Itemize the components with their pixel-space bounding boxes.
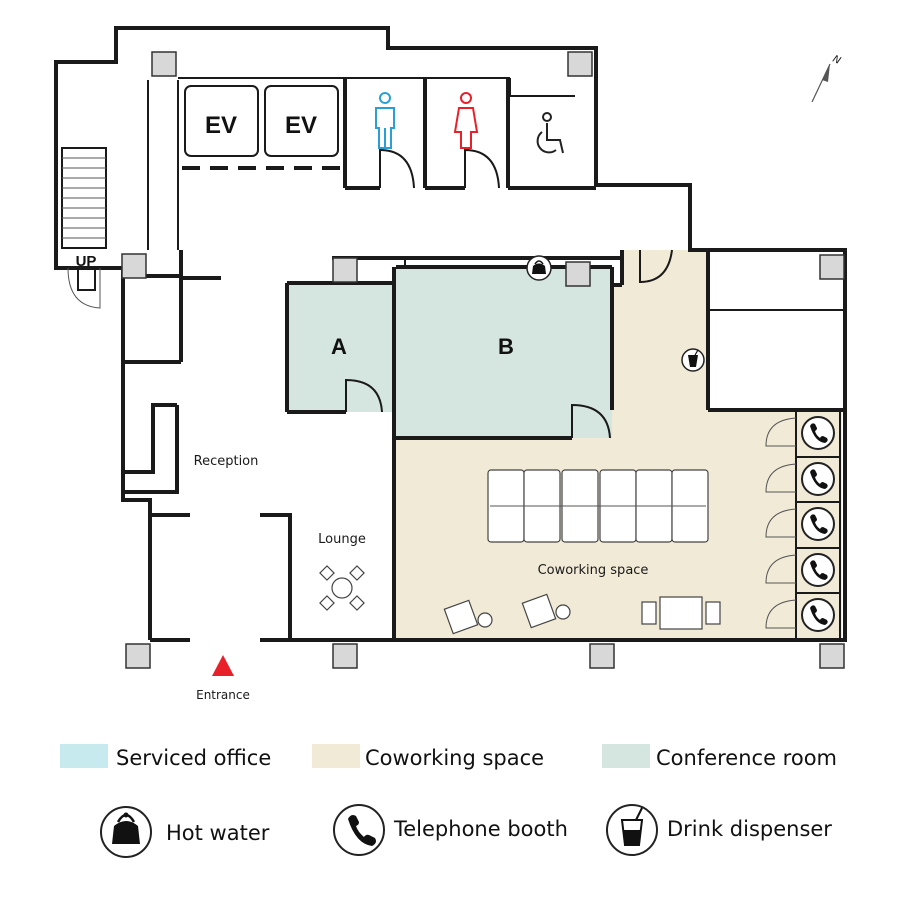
outer-walls xyxy=(54,26,847,642)
telephone-icon xyxy=(801,462,835,496)
drink-cup-icon xyxy=(606,804,658,856)
booth-door-swings xyxy=(765,417,797,629)
legend-label-conference-room: Conference room xyxy=(656,746,837,770)
stair-door-swing xyxy=(67,267,101,309)
stairs-up-label: UP xyxy=(76,253,97,270)
coworking-desks xyxy=(487,469,709,543)
elevator-1 xyxy=(184,85,259,157)
mens-restroom-icon xyxy=(375,92,395,149)
conference-room-a-fill xyxy=(287,283,394,412)
telephone-booths xyxy=(765,416,835,632)
legend-label-drink-dispenser: Drink dispenser xyxy=(667,817,832,841)
area-fills xyxy=(287,250,842,640)
elevator-1-label: EV xyxy=(205,112,237,139)
kettle-icon xyxy=(526,255,552,281)
accessible-restroom-icon xyxy=(536,112,564,154)
legend: Serviced office Coworking space Conferen… xyxy=(60,744,837,858)
womens-door-swing xyxy=(464,148,500,189)
lounge-label: Lounge xyxy=(318,532,366,547)
kettle-icon xyxy=(100,806,152,858)
womens-restroom-icon xyxy=(453,92,479,149)
entrance-marker xyxy=(212,655,234,676)
reception-label: Reception xyxy=(194,454,259,469)
coworking-seating xyxy=(443,593,721,635)
pillars xyxy=(121,51,845,669)
room-a-label: A xyxy=(331,334,347,359)
compass-label: N xyxy=(831,54,843,67)
room-b-door xyxy=(571,403,611,439)
mens-door-swing xyxy=(379,148,415,189)
interior-walls xyxy=(123,249,845,640)
telephone-icon xyxy=(801,598,835,632)
legend-label-telephone-booth: Telephone booth xyxy=(393,817,568,841)
room-labels: A B Reception Lounge Coworking space Ent… xyxy=(194,334,649,702)
outer-wall xyxy=(54,26,847,642)
legend-swatch-conference-room xyxy=(602,744,650,768)
conference-room-b-fill xyxy=(396,267,612,438)
legend-label-hot-water: Hot water xyxy=(166,821,270,845)
coworking-door xyxy=(639,249,673,284)
entrance-label: Entrance xyxy=(196,688,250,702)
telephone-icon xyxy=(801,553,835,587)
room-b-label: B xyxy=(498,334,514,359)
stair-steps xyxy=(62,157,106,239)
legend-swatch-serviced-office xyxy=(60,744,108,768)
stair-landing xyxy=(77,268,96,291)
telephone-icon xyxy=(333,804,385,856)
elevator-2-label: EV xyxy=(285,112,317,139)
room-a-door xyxy=(345,378,383,413)
building-core: EV EV xyxy=(147,77,596,250)
coworking-label: Coworking space xyxy=(538,563,649,578)
legend-swatch-coworking-space xyxy=(312,744,360,768)
drink-cup-icon xyxy=(681,348,705,372)
legend-label-serviced-office: Serviced office xyxy=(116,746,271,770)
north-arrow: N xyxy=(811,54,843,103)
telephone-icon xyxy=(801,507,835,541)
elevator-2 xyxy=(264,85,339,157)
staircase: UP xyxy=(61,147,107,270)
lounge-table xyxy=(319,565,365,611)
telephone-icon xyxy=(801,416,835,450)
legend-label-coworking-space: Coworking space xyxy=(365,746,544,770)
